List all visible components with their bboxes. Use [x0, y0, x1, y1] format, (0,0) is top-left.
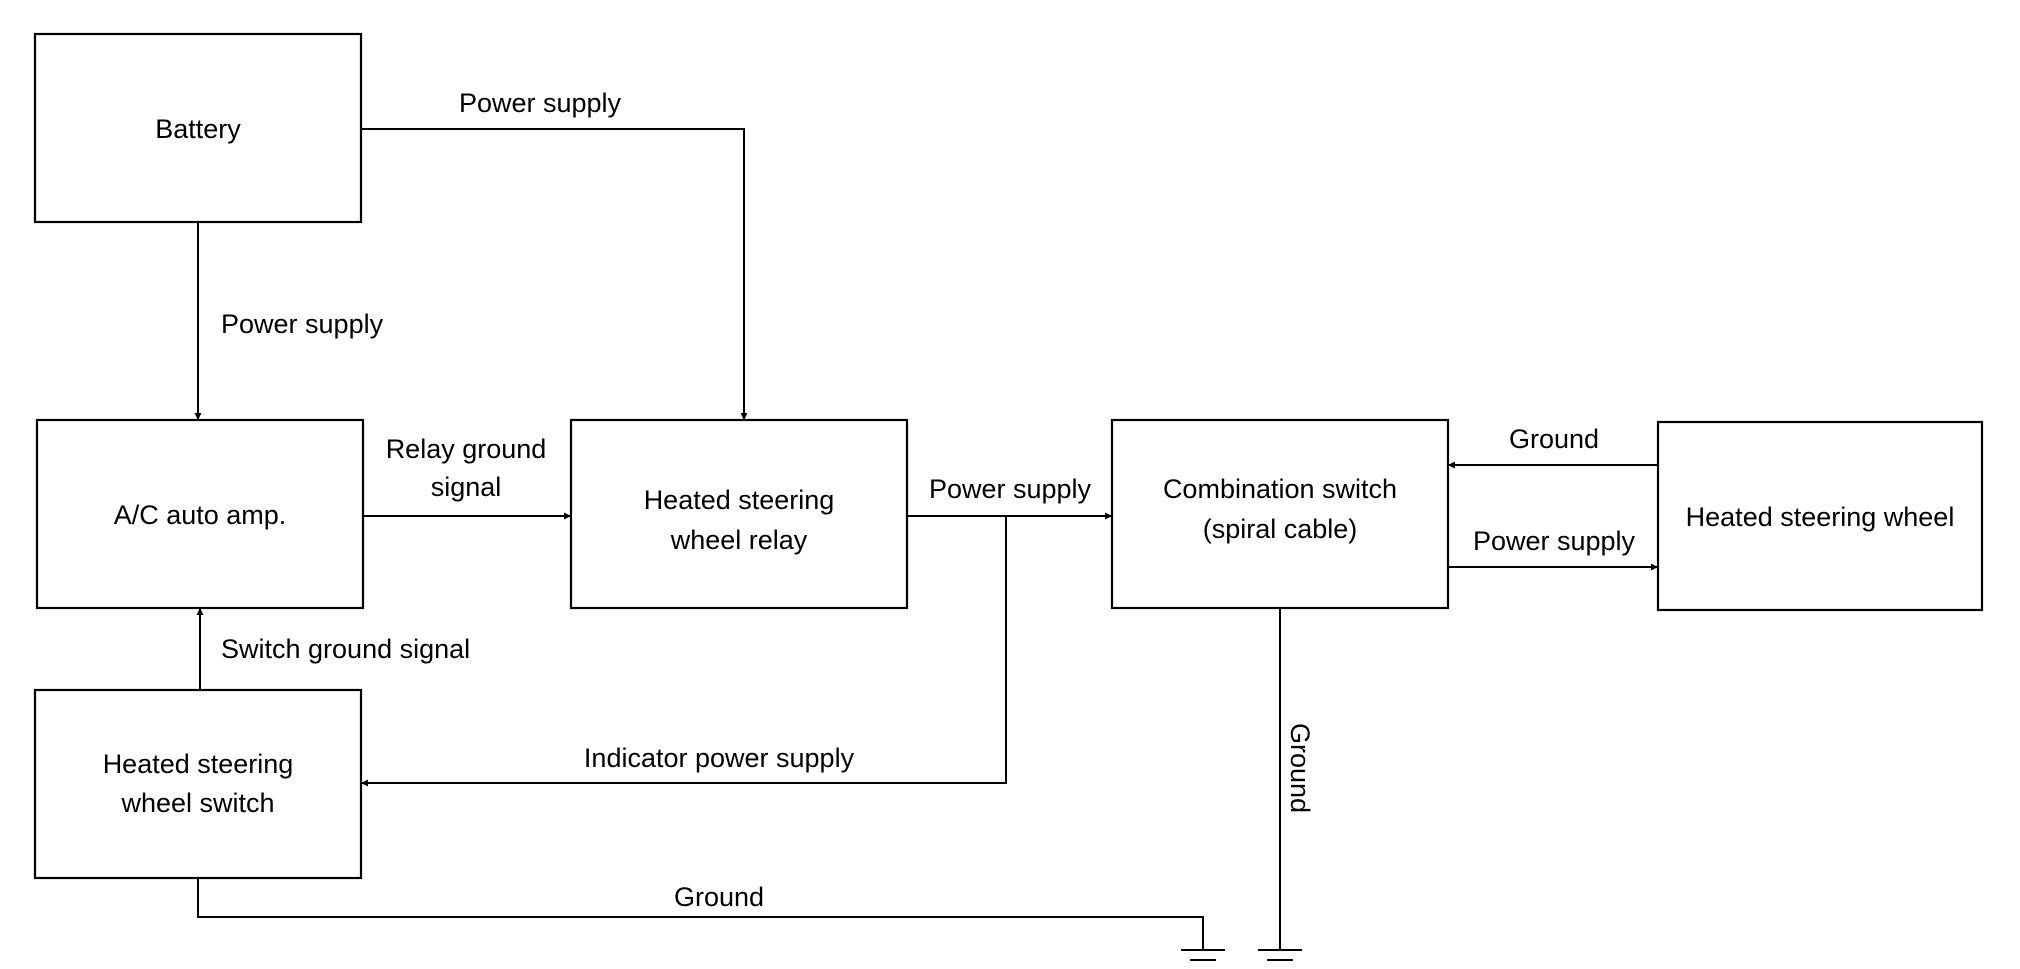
wire-battery-to-relay [361, 128, 748, 420]
block-heated-steering-wheel: Heated steering wheel [1656, 420, 1984, 612]
combination-label-line1: Combination switch [1163, 474, 1397, 504]
ground-symbol-icon [1258, 949, 1302, 961]
wire-indicator-power [361, 516, 1007, 787]
switch-label-line2: wheel switch [120, 788, 274, 818]
label-battery-to-relay: Power supply [459, 88, 622, 118]
block-battery: Battery [33, 32, 363, 224]
label-indicator-power-supply: Indicator power supply [584, 743, 855, 773]
switch-label-line1: Heated steering [103, 749, 294, 779]
label-relay-ground-line2: signal [431, 472, 502, 502]
ground-symbol-icon [1181, 949, 1225, 961]
label-switch-ground: Ground [674, 882, 764, 912]
label-relay-ground-line1: Relay ground [386, 434, 547, 464]
block-combination-switch: Combination switch (spiral cable) [1110, 418, 1450, 610]
label-wheel-ground: Ground [1509, 424, 1599, 454]
block-heated-steering-wheel-relay: Heated steering wheel relay [569, 418, 909, 610]
block-ac-auto-amp: A/C auto amp. [35, 418, 365, 610]
wire-switch-ground [197, 878, 1204, 950]
relay-label-line1: Heated steering [644, 485, 835, 515]
label-combination-ground: Ground [1285, 723, 1315, 813]
relay-label-line2: wheel relay [670, 525, 808, 555]
combination-label-line2: (spiral cable) [1203, 514, 1358, 544]
label-switch-ground-signal: Switch ground signal [221, 634, 470, 664]
block-heated-steering-wheel-switch: Heated steering wheel switch [33, 688, 363, 880]
label-battery-to-amp: Power supply [221, 309, 384, 339]
ac-amp-label: A/C auto amp. [114, 500, 287, 530]
battery-label: Battery [155, 114, 241, 144]
label-relay-to-combination: Power supply [929, 474, 1092, 504]
label-combination-to-wheel: Power supply [1473, 526, 1636, 556]
wheel-label: Heated steering wheel [1686, 502, 1955, 532]
